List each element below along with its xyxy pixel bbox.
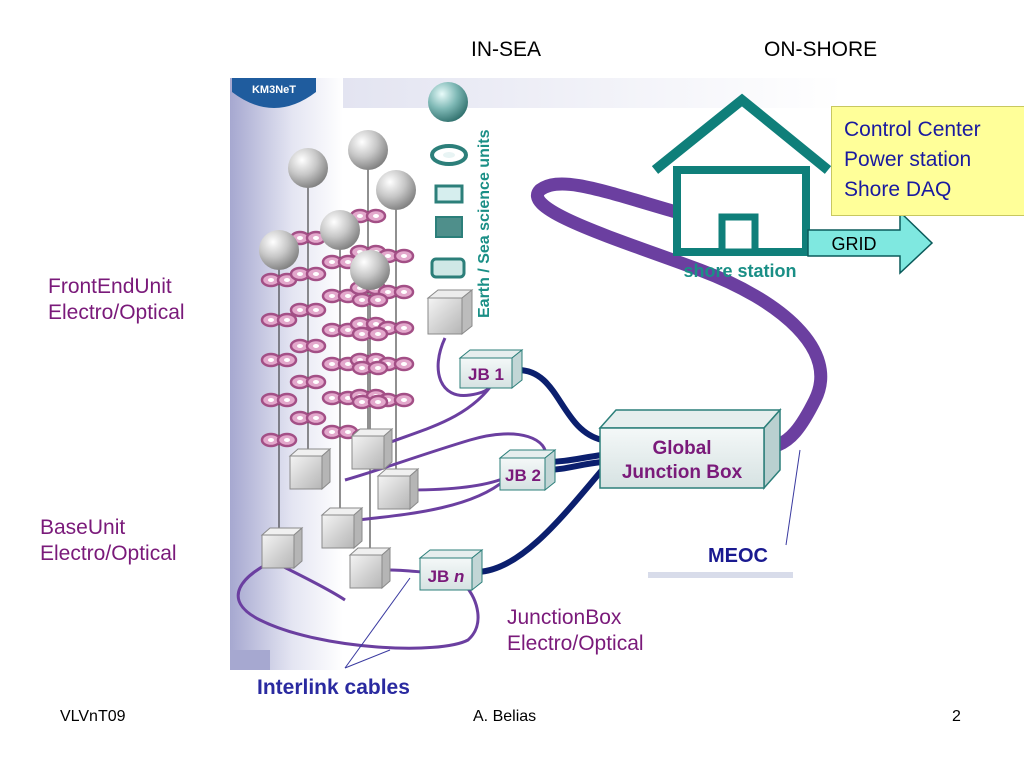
shore-station-label: shore station [683,261,796,281]
front-end-unit-label: FrontEndUnit Electro/Optical [48,274,185,326]
meoc-pointer [785,449,801,546]
bottom-band [230,650,270,670]
footer-left: VLVnT09 [60,708,126,725]
base-unit-cube [376,467,420,511]
junction-box-2: JB 2 [498,448,557,492]
jb2-label: JB 2 [505,466,541,485]
shore-station: shore station [651,93,832,281]
global-junction-box: Global Junction Box [598,408,782,490]
grid-label: GRID [832,234,877,254]
optical-module-pair [289,410,327,426]
global-jb-line1: Global [652,438,711,459]
base-units [260,427,420,590]
front-end-unit-line2: Electro/Optical [48,301,185,324]
base-unit-line1: BaseUnit [40,516,126,539]
interlink-cable-lines [236,337,547,650]
junction-box-n: JB n [418,548,484,592]
buoy-spheres [259,130,416,290]
info-control-center: Control Center [844,118,981,141]
base-unit-cube [288,447,332,491]
footer-center: A. Belias [473,708,537,725]
top-band [343,78,843,108]
interlink-pointer-2 [344,649,391,669]
optical-module-pair [351,360,389,376]
optical-module-pair [321,322,359,338]
optical-module-pair [260,432,298,448]
main-electro-optical-cable [531,177,828,452]
optical-module-pair [351,292,389,308]
on-shore-heading: ON-SHORE [764,38,878,61]
optical-module-pair [260,392,298,408]
sea-science-units [426,82,474,336]
optical-module-pair [289,338,327,354]
in-sea-heading: IN-SEA [471,38,542,61]
base-unit-cube [320,506,364,550]
optical-module-pair [351,326,389,342]
info-shore-daq: Shore DAQ [844,178,952,201]
optical-module-pair [377,392,415,408]
base-unit-cube [350,427,394,471]
junction-box-1: JB 1 [458,348,524,390]
global-jb-line2: Junction Box [622,462,743,483]
control-center-info-box: Control Center Power station Shore DAQ [831,106,1024,216]
optical-module-pair [289,230,327,246]
optical-module-pair [289,302,327,318]
meoc-shadow [648,572,793,578]
detection-strings [278,150,397,555]
km3net-logo: KM3NeT [232,78,316,108]
interlink-cables-label: Interlink cables [257,676,410,699]
junction-box-line1: JunctionBox [507,606,622,629]
earth-sea-science-label: Earth / Sea science units [476,129,493,318]
optical-module-pair [289,374,327,390]
logo-text: KM3NeT [252,84,296,96]
optical-module-pair [349,208,387,224]
jbn-label: JB n [428,567,465,586]
optical-module-pair [260,352,298,368]
optical-module-pair [289,266,327,282]
base-unit-cube [260,526,304,570]
junction-box-line2: Electro/Optical [507,632,644,655]
meoc-label: MEOC [708,545,768,567]
footer-page-number: 2 [952,708,961,725]
optical-module-pair [377,356,415,372]
info-power-station: Power station [844,148,972,171]
interlink-pointer-1 [344,577,411,669]
optical-module-pair [351,394,389,410]
grid-arrow: GRID [807,210,934,275]
base-unit-line2: Electro/Optical [40,542,177,565]
optical-module-pair [260,312,298,328]
front-end-unit-line1: FrontEndUnit [48,275,172,298]
jb1-label: JB 1 [468,365,504,384]
junction-box-label: JunctionBox Electro/Optical [507,605,644,657]
base-unit-label: BaseUnit Electro/Optical [40,515,177,567]
base-unit-cube [348,546,392,590]
